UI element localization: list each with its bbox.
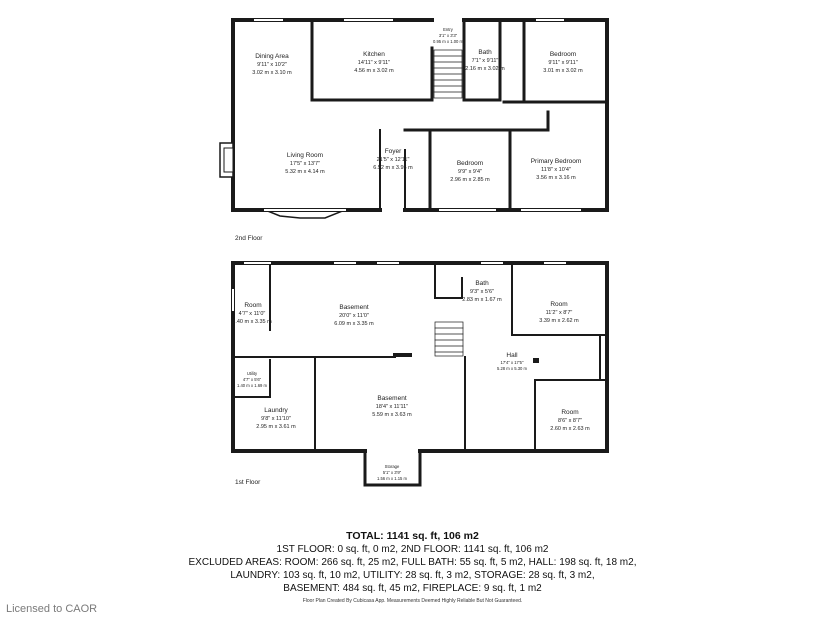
utility-imperial: 4'7" x 5'6" — [243, 377, 262, 382]
excluded-areas-line3: BASEMENT: 484 sq. ft, 45 m2, FIREPLACE: … — [283, 583, 542, 594]
basement-mid-imperial: 18'4" x 11'11" — [376, 404, 408, 410]
second-floor-labels: Dining Area 9'11" x 10'2" 3.02 m x 3.10 … — [252, 27, 583, 183]
primary-bedroom-metric: 3.56 m x 3.16 m — [536, 175, 576, 181]
bath-2nd-name: Bath — [478, 49, 492, 56]
storage-imperial: 5'1" x 3'9" — [383, 470, 402, 475]
bedroom2-name: Bedroom — [457, 160, 483, 167]
dining-area-name: Dining Area — [255, 53, 289, 60]
living-room-imperial: 17'5" x 13'7" — [290, 161, 320, 167]
first-floor-labels: Room 4'7" x 11'0" 1.40 m x 3.35 m Baseme… — [232, 280, 590, 481]
first-floor-plan — [231, 261, 609, 487]
bath-2nd-metric: 2.16 m x 3.02 m — [465, 66, 505, 72]
disclaimer: Floor Plan Created By Cubicasa App. Meas… — [302, 598, 523, 604]
floor-areas: 1ST FLOOR: 0 sq. ft, 0 m2, 2ND FLOOR: 11… — [276, 544, 549, 555]
kitchen-imperial: 14'11" x 9'11" — [358, 60, 390, 66]
kitchen-name: Kitchen — [363, 51, 385, 58]
bath-1st-name: Bath — [475, 280, 489, 287]
stairs-1st — [434, 321, 464, 357]
basement-top-imperial: 20'0" x 11'0" — [339, 313, 369, 319]
foyer-imperial: 21'5" x 12'11" — [377, 157, 410, 163]
room-br-name: Room — [561, 409, 578, 416]
primary-bedroom-imperial: 11'8" x 10'4" — [541, 167, 571, 173]
room-right-imperial: 11'2" x 8'7" — [546, 310, 573, 316]
bedroom2-imperial: 9'9" x 9'4" — [458, 169, 482, 175]
bath-1st-imperial: 9'3" x 5'6" — [470, 289, 494, 295]
utility-name: Utility — [247, 371, 258, 376]
room-br-metric: 2.60 m x 2.63 m — [550, 426, 590, 432]
bath-2nd-imperial: 7'1" x 9'11" — [472, 58, 499, 64]
kitchen-metric: 4.56 m x 3.02 m — [354, 68, 394, 74]
first-floor-label: 1st Floor — [235, 479, 261, 486]
dining-area-metric: 3.02 m x 3.10 m — [252, 70, 292, 76]
laundry-metric: 2.95 m x 3.61 m — [256, 424, 296, 430]
hall-metric: 5.28 m x 5.30 m — [497, 366, 528, 371]
living-room-name: Living Room — [287, 152, 323, 159]
bedroom1-imperial: 9'11" x 9'11" — [548, 60, 577, 66]
total-area: TOTAL: 1141 sq. ft, 106 m2 — [346, 530, 479, 542]
laundry-name: Laundry — [264, 407, 288, 414]
bedroom1-name: Bedroom — [550, 51, 576, 58]
basement-top-name: Basement — [339, 304, 368, 311]
entry-imperial: 3'1" x 3'3" — [439, 33, 458, 38]
room-right-name: Room — [550, 301, 567, 308]
primary-bedroom-name: Primary Bedroom — [531, 158, 582, 165]
second-floor-label: 2nd Floor — [235, 235, 263, 242]
license-watermark: Licensed to CAOR — [6, 603, 98, 615]
foyer-name: Foyer — [385, 148, 402, 155]
storage-metric: 1.56 m x 1.15 m — [377, 476, 408, 481]
utility-metric: 1.40 m x 1.69 m — [237, 383, 268, 388]
bedroom2-metric: 2.96 m x 2.85 m — [450, 177, 490, 183]
room-left-name: Room — [244, 302, 261, 309]
room-left-imperial: 4'7" x 11'0" — [239, 311, 266, 317]
basement-mid-name: Basement — [377, 395, 406, 402]
excluded-areas-line1: EXCLUDED AREAS: ROOM: 266 sq. ft, 25 m2,… — [188, 557, 637, 568]
living-room-metric: 5.32 m x 4.14 m — [285, 169, 325, 175]
laundry-imperial: 9'8" x 11'10" — [261, 416, 291, 422]
hall-imperial: 17'4" x 17'5" — [501, 360, 524, 365]
room-left-metric: 1.40 m x 3.35 m — [232, 319, 272, 325]
basement-top-metric: 6.09 m x 3.35 m — [334, 321, 374, 327]
stairs-2nd — [433, 49, 463, 99]
bedroom1-metric: 3.01 m x 3.02 m — [543, 68, 583, 74]
basement-mid-metric: 5.59 m x 3.63 m — [372, 412, 412, 418]
entry-metric: 0.95 m x 1.00 m — [433, 39, 464, 44]
entry-name: Entry — [443, 27, 454, 32]
room-right-metric: 3.39 m x 2.62 m — [539, 318, 579, 324]
hall-name: Hall — [506, 352, 518, 359]
second-floor-plan — [219, 18, 609, 219]
dining-area-imperial: 9'11" x 10'2" — [257, 62, 287, 68]
storage-name: Storage — [385, 464, 400, 469]
excluded-areas-line2: LAUNDRY: 103 sq. ft, 10 m2, UTILITY: 28 … — [230, 570, 595, 581]
bath-1st-metric: 2.83 m x 1.67 m — [462, 297, 502, 303]
foyer-metric: 6.52 m x 3.95 m — [373, 165, 413, 171]
room-br-imperial: 8'6" x 8'7" — [558, 418, 582, 424]
